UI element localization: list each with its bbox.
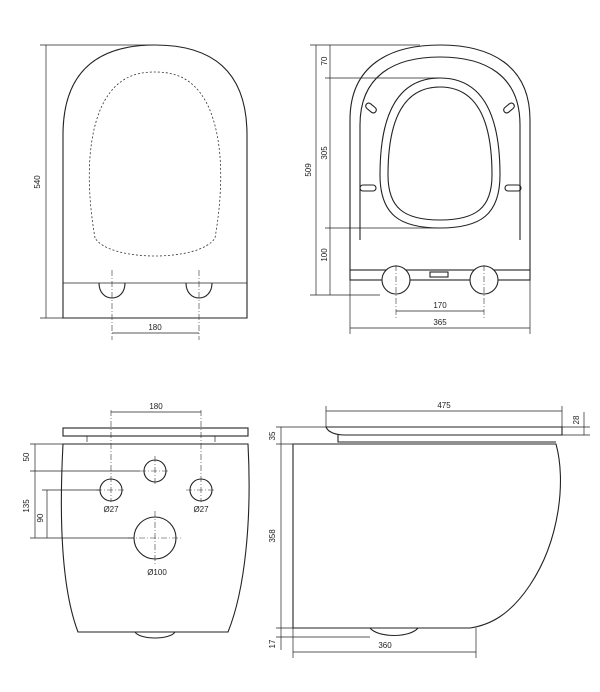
dim-bolt-to-drain: 90 — [36, 513, 45, 522]
dim-bowl-width: 365 — [433, 318, 447, 327]
buffer-front-left — [359, 184, 377, 192]
dim-seat-thickness: 28 — [572, 415, 581, 424]
dim-front-offset: 100 — [320, 248, 329, 262]
dim-bowl-depth: 509 — [304, 163, 313, 177]
side-bowl-outline — [292, 443, 562, 629]
dim-seat-bracket-spacing: 180 — [148, 323, 162, 332]
dim-side-length: 475 — [437, 401, 451, 410]
bowl-inner-rim — [359, 56, 521, 240]
dim-rear-bolt-spacing: 180 — [149, 402, 163, 411]
buffer-rear-right — [503, 102, 515, 114]
bowl-top-view: 509 70 305 100 170 365 — [304, 44, 531, 334]
side-foot — [369, 627, 419, 637]
dim-bowl-bracket-spacing: 170 — [433, 301, 447, 310]
dim-top-to-drain: 135 — [22, 499, 31, 513]
side-seat — [325, 426, 563, 436]
dim-seat-to-top: 35 — [268, 431, 277, 440]
label-drain: Ø100 — [147, 568, 167, 577]
rear-view: Ø27 Ø27 Ø100 180 50 135 90 — [22, 402, 250, 639]
dim-drain-length: 360 — [378, 641, 392, 650]
rear-slot — [429, 271, 449, 278]
seat-ring-outer — [379, 77, 501, 229]
seat-top-view: 540 180 — [33, 44, 248, 340]
dim-bowl-height: 358 — [268, 529, 277, 543]
side-rim — [337, 435, 556, 443]
label-bolt-hole-left: Ø27 — [103, 505, 119, 514]
dim-opening-length: 305 — [320, 146, 329, 160]
seat-edge — [62, 427, 249, 437]
side-view: 475 28 35 358 17 360 — [268, 401, 590, 658]
rear-bowl-outline — [60, 443, 250, 633]
dim-drain-offset: 17 — [268, 639, 277, 648]
buffer-rear-left — [365, 102, 377, 114]
seat-ring-inner — [387, 86, 493, 221]
dim-seat-height: 540 — [33, 175, 42, 189]
bowl-rear-edge — [349, 269, 531, 281]
label-bolt-hole-right: Ø27 — [193, 505, 209, 514]
seat-opening-dashed — [88, 71, 222, 257]
rear-foot — [134, 631, 176, 639]
bowl-outline — [349, 44, 531, 271]
dim-rear-offset: 70 — [320, 56, 329, 65]
buffer-front-right — [504, 184, 522, 192]
dim-top-to-supply: 50 — [22, 452, 31, 461]
seat-outline — [62, 44, 248, 319]
